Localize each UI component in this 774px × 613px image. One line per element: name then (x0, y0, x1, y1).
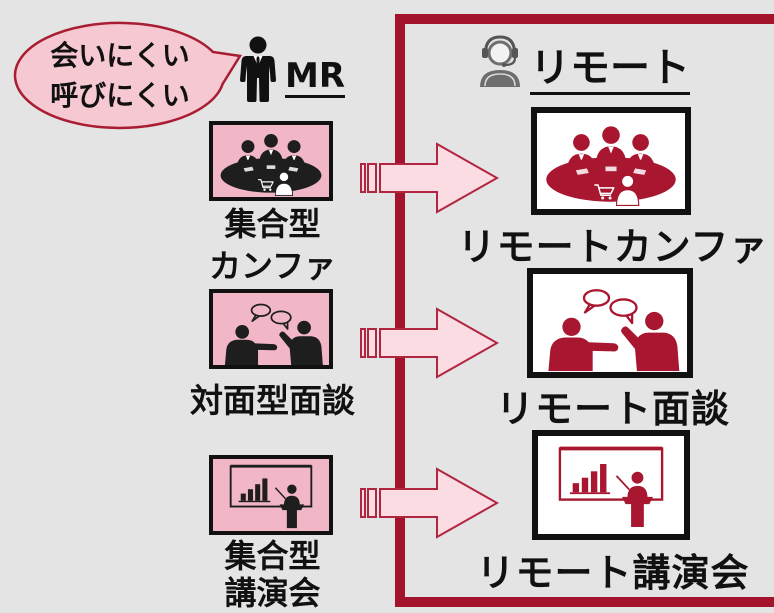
remote-label-lecture: リモート講演会 (476, 551, 750, 595)
presentation-lecture-icon (229, 464, 313, 530)
mr-label-line: 講演会 (224, 574, 321, 612)
round-table-meeting-icon (220, 133, 322, 197)
remote-image-lecture (532, 430, 690, 540)
mr-label-line: 対面型面談 (190, 381, 355, 420)
remote-image-interview (527, 268, 693, 378)
mr-label-lecture: 集合型 講演会 (190, 538, 355, 612)
businessman-icon (240, 36, 276, 102)
remote-title: リモート (530, 48, 690, 95)
mr-image-conference (209, 121, 333, 201)
headset-operator-icon (480, 35, 520, 87)
remote-image-conference (531, 107, 691, 215)
mr-label-conference: 集合型 カンファ (190, 203, 355, 287)
remote-frame (395, 14, 774, 607)
right-arrow-icon (360, 142, 500, 214)
remote-label-conference: リモートカンファ (457, 225, 769, 269)
mr-label-line: 集合型 (224, 205, 321, 243)
round-table-meeting-icon (545, 125, 677, 207)
speech-bubble-text: 会いにくい 呼びにくい (20, 36, 220, 116)
face-to-face-conversation-icon (224, 303, 324, 365)
face-to-face-conversation-icon (547, 289, 681, 372)
bubble-line: 呼びにくい (50, 79, 190, 112)
mr-label-line: カンファ (208, 247, 337, 285)
mr-label-interview: 対面型面談 (180, 380, 365, 422)
mr-title: MR (285, 56, 346, 98)
right-arrow-icon (360, 307, 500, 379)
speech-bubble (13, 21, 243, 130)
mr-image-interview (209, 289, 333, 369)
mr-image-lecture (209, 455, 333, 535)
mr-label-line: 集合型 (224, 537, 321, 575)
right-arrow-icon (360, 467, 500, 539)
bubble-line: 会いにくい (50, 39, 190, 72)
presentation-lecture-icon (558, 446, 664, 529)
remote-label-interview: リモート面談 (495, 387, 730, 431)
